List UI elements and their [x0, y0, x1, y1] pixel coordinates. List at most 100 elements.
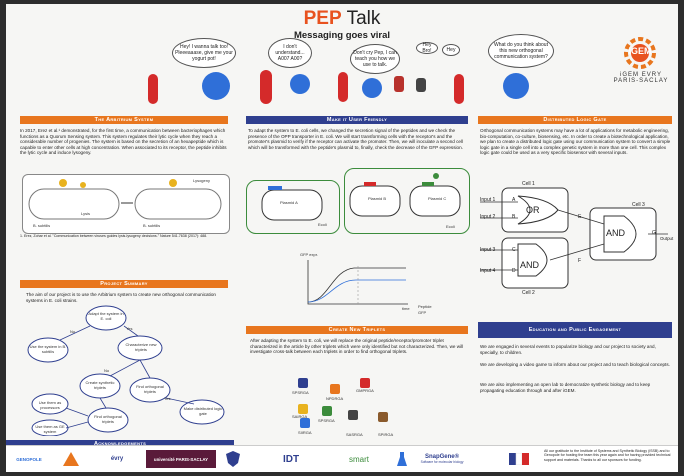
signal-d: D [512, 268, 516, 274]
signal-b: B [512, 214, 516, 220]
flow-label-yes-2: Yes [164, 396, 171, 401]
triplet-1: SPSRGA [292, 390, 309, 395]
comic-bubble-3: Don't cry Pep, I can teach you how we us… [350, 44, 400, 74]
plasmid-drawings [261, 173, 461, 221]
input-4-label: Input 4 [480, 268, 496, 274]
triplet-icons [298, 378, 388, 428]
poster-subtitle: Messaging goes viral [293, 30, 391, 41]
plasmid-c-label: Plasmid C [428, 196, 447, 201]
summary-flowchart [27, 305, 225, 436]
triplet-8: SPIRGA [378, 432, 394, 437]
signal-e: E [578, 214, 582, 220]
ack-heading: Acknowledgements [6, 440, 234, 448]
summary-body: The aim of our project is to use the Arb… [26, 292, 216, 303]
snapgene-logo: SnapGene® Software for molecular biology [420, 454, 464, 464]
flask-logo-icon [396, 450, 408, 468]
arbitrium-reference: 1. Erez, Zohar et al. "Communication bet… [20, 234, 208, 238]
comic-bubble-1: Hey! I wanna talk too! Pleeeaaase, give … [172, 38, 236, 68]
lysis-label: Lysis [81, 211, 90, 216]
smart-logo: smart [349, 454, 369, 464]
cell-1-label: Cell 1 [522, 181, 535, 187]
title-pep: PEP [303, 8, 342, 29]
flow-node-adapt: Adapt the system in E. coli [88, 311, 124, 321]
flow-label-yes-1: Yes [126, 326, 133, 331]
flow-label-no-2: No [104, 368, 110, 373]
title-talk: Talk [346, 8, 381, 29]
bsubtilis-label-1: B. subtilis [33, 223, 51, 228]
flow-node-bsubtilis: Use the system in B. subtilis [29, 344, 67, 354]
paris-saclay-logo: université PARIS-SACLAY [146, 450, 216, 468]
triplet-4: SAIRGA [292, 414, 308, 419]
igem-logo-word: iGEM [628, 46, 652, 56]
lysogeny-label: Lysogeny [193, 178, 210, 183]
arbitrium-diagram-shapes [28, 179, 222, 220]
triplet-5: SPSRGA [318, 418, 335, 423]
sponsor-strip: GENOPOLE évry université PARIS-SACLAY ID… [6, 445, 678, 472]
ecoli-label-2: Ecoli [446, 224, 455, 229]
flow-label-no: No [70, 329, 76, 334]
friendly-heading: Make it User Friendly [246, 116, 468, 124]
education-heading: Education and Public Engagement [478, 322, 672, 338]
comic-bubble-2: I don't understand... A007 A00? [268, 38, 312, 68]
flow-node-characterize: Characterize new triplets [125, 342, 157, 352]
ecoli-cell-2 [344, 168, 470, 234]
education-para-1: We are engaged in several events to popu… [480, 344, 656, 355]
education-para-3: We are also implementing an open lab to … [480, 382, 651, 393]
flow-node-ge-system: Use them as GE system [35, 424, 65, 434]
friendly-body: To adapt the system to E. coli cells, we… [248, 128, 464, 150]
triplets-body: After adapting the system to E. coli, we… [250, 338, 464, 355]
gfp-graph [307, 260, 408, 305]
triplet-7: SASRGA [346, 432, 363, 437]
peptide-legend: Peptide [418, 304, 432, 309]
triangle-logo-icon [62, 450, 80, 468]
flow-node-logic-gate: Make distributed logic gate [183, 406, 223, 416]
flow-node-orthogonal-1: Find orthogonal triplets [136, 384, 164, 394]
signal-a: A [512, 197, 516, 203]
flow-node-processors: Use them as processors [38, 400, 62, 410]
cell-2-label: Cell 2 [522, 290, 535, 296]
arbitrium-diagram: Lysis Lysogeny B. subtilis B. subtilis [22, 174, 230, 234]
genopole-logo: GENOPOLE [16, 456, 42, 462]
comic-bubble-4: Hey Bro! [416, 42, 438, 54]
team-name: iGEM EVRY PARIS-SACLAY [613, 72, 669, 84]
signal-c: C [512, 247, 516, 253]
evry-logo: évry [110, 456, 124, 462]
cell-3-label: Cell 3 [632, 202, 645, 208]
arbitrium-body: In 2017, Erez et al.¹ demonstrated, for … [20, 128, 227, 156]
triplet-3: NPDRGA [326, 396, 344, 401]
comic-bubble-5: Hey [442, 44, 460, 56]
signal-g: G [652, 230, 656, 236]
summary-heading: Project Summary [20, 280, 228, 288]
time-axis-label: time [402, 306, 410, 311]
logic-gate-diagram [480, 187, 668, 289]
flow-node-synthetic: Create synthetic triplets [85, 380, 115, 390]
plasmid-a-label: Plasmid A [280, 200, 298, 205]
ecoli-cell-1 [246, 180, 340, 234]
distributed-heading: Distributed Logic Gate [478, 116, 672, 124]
gfp-legend: GFP [418, 310, 427, 315]
input-1-label: Input 1 [480, 197, 496, 203]
input-2-label: Input 2 [480, 214, 496, 220]
gfp-axis-label: GFP expr. [300, 252, 318, 257]
or-gate-text: OR [526, 205, 540, 215]
poster-title: PEP Talk [6, 8, 678, 30]
comic-bubble-6: What do you think about this new orthogo… [488, 34, 554, 68]
education-para-2: We are developing a video game to inform… [480, 362, 670, 367]
ecoli-label-1: Ecoli [318, 222, 327, 227]
signal-f: F [578, 258, 582, 264]
flow-node-orthogonal-2: Find orthogonal triplets [94, 414, 122, 424]
triplet-2: GMPRGA [356, 388, 374, 393]
input-3-label: Input 3 [480, 247, 496, 253]
and-gate-2-text: AND [606, 228, 626, 238]
arbitrium-heading: The Arbitrium System [20, 116, 228, 124]
triplet-6: SIIRGA [298, 430, 312, 435]
bsubtilis-label-2: B. subtilis [143, 223, 161, 228]
idt-logo: IDT [282, 453, 300, 465]
distributed-body: Orthogonal communication systems may hav… [480, 128, 671, 156]
and-gate-1-text: AND [520, 260, 540, 270]
ack-thanks: All our gratitude to the Institute of Sy… [544, 449, 671, 462]
igem-logo-icon [624, 37, 656, 69]
shield-logo-icon [224, 450, 242, 468]
plasmid-b-label: Plasmid B [368, 196, 387, 201]
output-label: Output [660, 236, 674, 241]
